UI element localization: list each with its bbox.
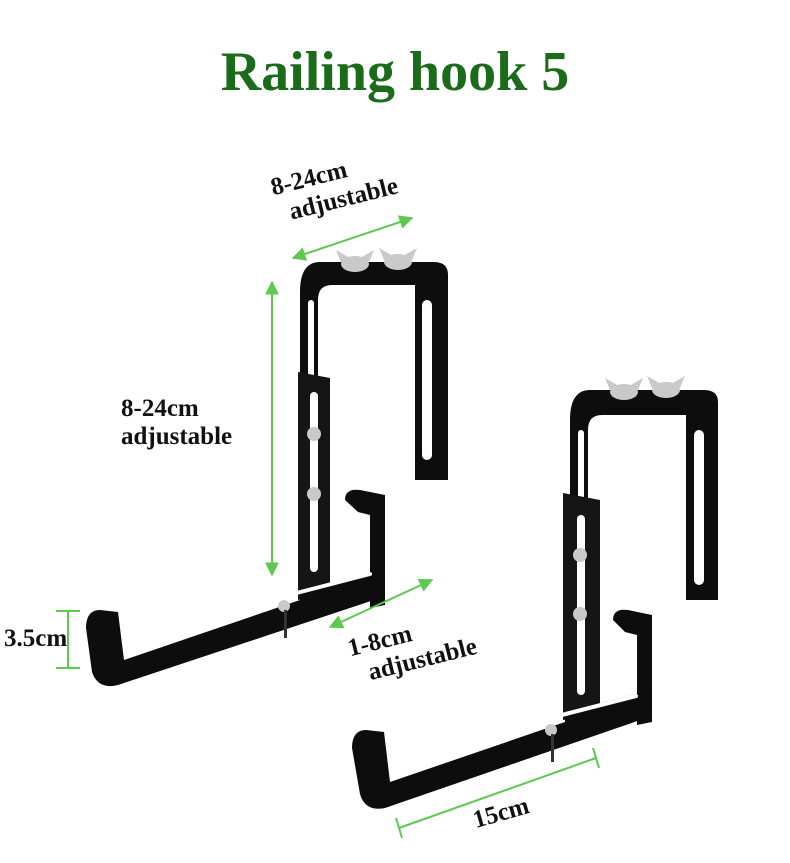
dim-depth — [328, 578, 434, 629]
screw-right-3 — [545, 724, 557, 736]
base-arm-right — [352, 690, 652, 809]
dim-length — [398, 757, 597, 829]
screw-left-1 — [307, 427, 321, 441]
base-arm-left — [86, 570, 385, 687]
page-title: Railing hook 5 — [220, 41, 570, 103]
bracket-right — [352, 376, 718, 809]
height-value: 8-24cm — [121, 395, 199, 422]
screw-left-3 — [278, 600, 290, 612]
wing-nut-right-2 — [647, 376, 685, 398]
wing-nut-right-1 — [605, 378, 643, 400]
lip-height-label: 3.5cm — [4, 625, 68, 652]
dim-top-width — [291, 215, 414, 261]
height-note: adjustable — [121, 423, 233, 450]
height-label: 8-24cm adjustable — [121, 395, 232, 451]
screw-right-1 — [573, 548, 587, 562]
dimension-lines — [56, 215, 600, 839]
screw-right-2 — [573, 607, 587, 621]
bracket-left — [86, 248, 448, 687]
screw-left-2 — [307, 487, 321, 501]
